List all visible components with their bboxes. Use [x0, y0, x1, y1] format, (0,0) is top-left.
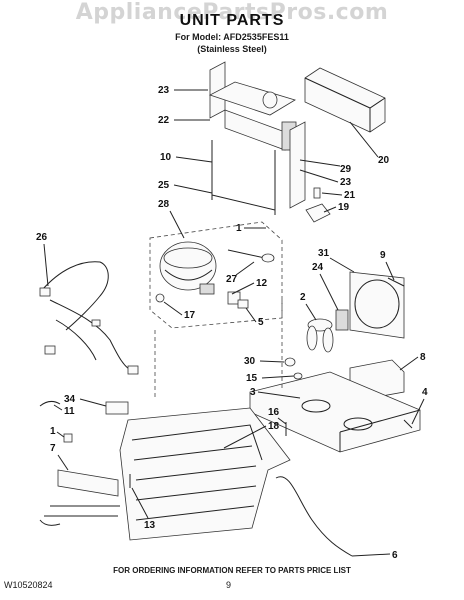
callout-8: 8 — [420, 352, 426, 363]
callout-21: 21 — [344, 190, 356, 201]
wire-11 — [39, 400, 61, 407]
callout-26: 26 — [36, 232, 48, 243]
subtitle: For Model: AFD2535FES11 (Stainless Steel… — [0, 31, 464, 55]
watermark: AppliancePartsPros.com — [75, 0, 389, 25]
document-number: W10520824 — [4, 580, 53, 590]
screw-4 — [403, 419, 413, 429]
fan-shroud — [349, 271, 405, 339]
drain-tube — [275, 476, 353, 557]
callout-1b: 1 — [50, 426, 56, 437]
model-line: For Model: AFD2535FES11 — [175, 32, 289, 42]
callout-25: 25 — [158, 180, 170, 191]
callout-20: 20 — [378, 155, 390, 166]
callout-7: 7 — [50, 443, 56, 454]
callout-27: 27 — [226, 274, 238, 285]
compressor — [155, 241, 275, 309]
callout-3: 3 — [250, 387, 256, 398]
callout-22: 22 — [158, 115, 170, 126]
callout-12: 12 — [256, 278, 268, 289]
rear-frame — [211, 140, 276, 215]
condenser-shroud — [208, 61, 297, 151]
callout-9: 9 — [380, 250, 386, 261]
heater-assembly — [39, 433, 120, 526]
condenser-cover — [304, 67, 386, 133]
callout-24: 24 — [312, 262, 324, 273]
grommet-15 — [293, 372, 303, 380]
callout-23b: 23 — [340, 177, 352, 188]
callout-1a: 1 — [236, 223, 242, 234]
fan-motor — [335, 309, 349, 331]
page-number: 9 — [226, 580, 232, 590]
grommet-30 — [284, 357, 296, 367]
ordering-note: FOR ORDERING INFORMATION REFER TO PARTS … — [113, 566, 351, 575]
callout-2: 2 — [300, 292, 306, 303]
screw-clip — [305, 187, 331, 223]
callout-18: 18 — [268, 421, 280, 432]
callout-5: 5 — [258, 317, 264, 328]
fan-blade — [306, 318, 334, 353]
callout-17: 17 — [184, 310, 196, 321]
callout-16: 16 — [268, 407, 280, 418]
finish-line: (Stainless Steel) — [197, 44, 267, 54]
callout-29: 29 — [340, 164, 352, 175]
side-bracket — [289, 121, 306, 209]
page-title: UNIT PARTS — [179, 12, 285, 29]
terminal-block — [105, 401, 129, 415]
condenser-coil — [119, 407, 291, 541]
callout-15: 15 — [246, 373, 258, 384]
callout-23a: 23 — [158, 85, 170, 96]
callout-30: 30 — [244, 356, 256, 367]
callout-13: 13 — [144, 520, 156, 531]
callout-11: 11 — [64, 406, 75, 417]
callout-19: 19 — [338, 202, 350, 213]
callout-31: 31 — [318, 248, 330, 259]
screw-9 — [387, 277, 405, 287]
callout-4: 4 — [422, 387, 428, 398]
callout-6: 6 — [392, 550, 398, 561]
callout-34: 34 — [64, 394, 76, 405]
callout-10: 10 — [160, 152, 172, 163]
callout-28: 28 — [158, 199, 170, 210]
wire-harness — [39, 261, 139, 375]
